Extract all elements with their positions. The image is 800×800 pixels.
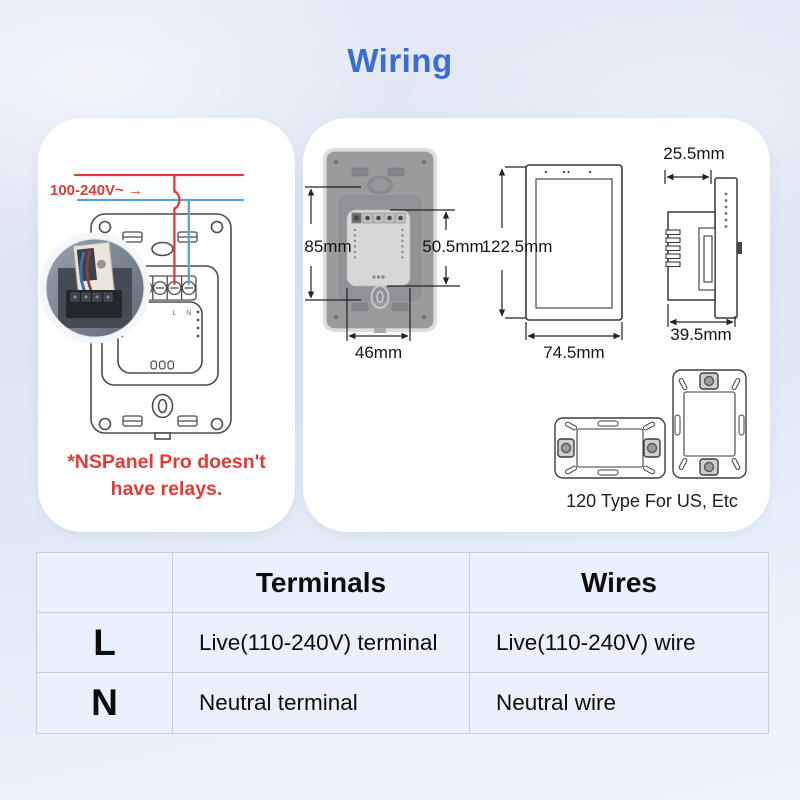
supply-wires [73,173,245,286]
table-row-l-terminal: Live(110-240V) terminal [173,613,469,672]
photo-inset [39,232,151,344]
mounting-box-vertical [672,369,747,479]
terminals-table: Terminals Wires L Live(110-240V) termina… [36,552,769,734]
side-view-dimensions [664,170,736,327]
side-view-drawing [665,177,742,319]
terminal-label-l: L [172,310,176,317]
front-view-drawing [525,164,623,321]
live-wire [173,173,181,286]
table-row-l-key: L [37,613,172,672]
dim-74-5mm: 74.5mm [543,343,604,362]
voltage-label: 100-240V~ → [50,182,143,199]
front-view-dimensions [498,166,623,340]
table-header-wires: Wires [470,553,768,612]
dim-85mm: 85mm [304,237,351,256]
wiring-diagram: L N 100-240V~ → [39,173,266,500]
dim-46mm: 46mm [355,343,402,362]
table-row-l-wire: Live(110-240V) wire [470,613,768,672]
dim-122-5mm: 122.5mm [482,237,553,256]
note-line-1: *NSPanel Pro doesn't [67,451,266,473]
dimensions-diagram: 85mm 50.5mm 46mm 122.5mm 74.5mm [304,144,747,511]
dim-25-5mm: 25.5mm [663,144,724,163]
dim-50-5mm: 50.5mm [422,237,483,256]
rear-view-dimensions [305,186,460,341]
note-line-2: have relays. [111,478,223,500]
dimensions-card: 85mm 50.5mm 46mm 122.5mm 74.5mm [303,118,770,532]
table-row-n-key: N [37,673,172,733]
mounting-note: 120 Type For US, Etc [566,491,738,511]
table-header-terminals: Terminals [173,553,469,612]
table-row-n-terminal: Neutral terminal [173,673,469,733]
page-title: Wiring [347,42,453,79]
table-row-n-wire: Neutral wire [470,673,768,733]
wiring-card: L N 100-240V~ → [38,118,295,532]
terminal-label-n: N [186,310,191,317]
dim-39-5mm: 39.5mm [670,325,731,344]
table-header-empty [37,553,172,612]
mounting-box-horizontal [554,417,666,479]
